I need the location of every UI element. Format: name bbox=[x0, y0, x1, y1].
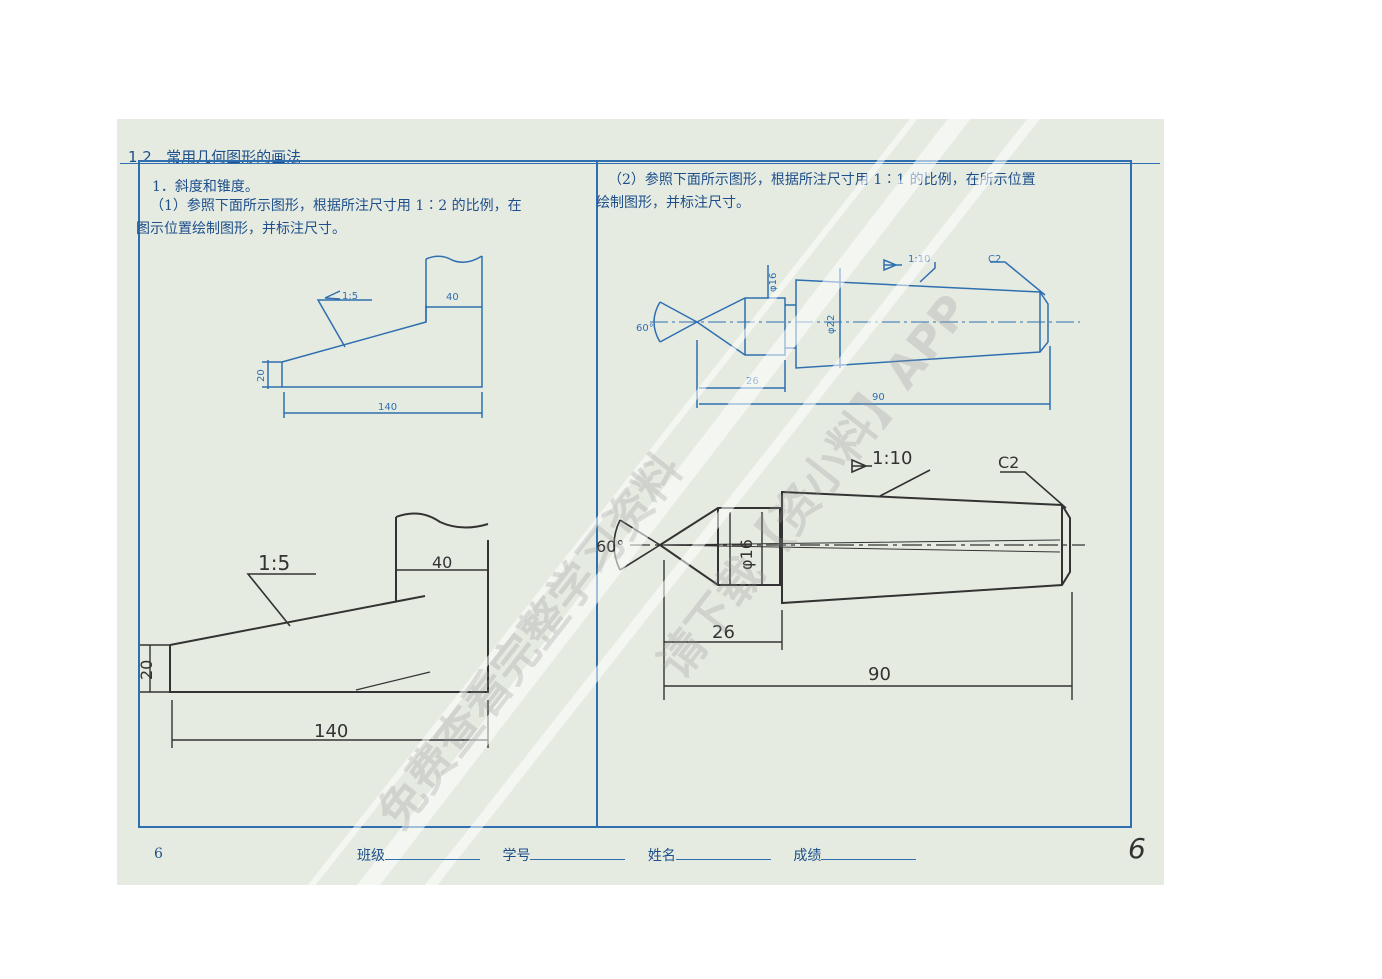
score-blank bbox=[821, 847, 917, 860]
left-draw-width: 40 bbox=[432, 553, 452, 572]
right-draw-len-short: 26 bbox=[712, 622, 735, 643]
right-draw-len-total: 90 bbox=[868, 664, 891, 685]
left-reference-drawing bbox=[262, 255, 483, 418]
right-instruction-line2: 绘制图形，并标注尺寸。 bbox=[596, 195, 750, 211]
left-draw-length: 140 bbox=[314, 721, 348, 742]
student-id-blank bbox=[530, 847, 626, 860]
right-ref-chamfer: C2 bbox=[988, 254, 1001, 265]
name-field: 姓名 bbox=[648, 845, 771, 865]
class-label: 班级 bbox=[357, 848, 385, 864]
footer-fields: 班级 学号 姓名 成绩 bbox=[357, 845, 934, 865]
right-ref-len-total: 90 bbox=[872, 392, 885, 403]
left-ref-height: 20 bbox=[256, 369, 267, 382]
right-draw-dia-small: φ16 bbox=[737, 539, 756, 570]
name-label: 姓名 bbox=[647, 848, 676, 864]
name-blank bbox=[675, 847, 771, 860]
left-ref-width: 40 bbox=[446, 292, 459, 303]
header-rule bbox=[120, 163, 1160, 164]
exercise-frame bbox=[138, 160, 1132, 828]
left-heading: 1．斜度和锥度。 bbox=[152, 179, 259, 195]
right-draw-taper: 1:10 bbox=[872, 448, 912, 469]
right-ref-dia-large: φ22 bbox=[826, 315, 837, 334]
right-student-drawing bbox=[613, 458, 1085, 700]
left-instruction-line2: 图示位置绘制图形，并标注尺寸。 bbox=[136, 221, 346, 237]
student-id-label: 学号 bbox=[502, 848, 531, 864]
page-number: 6 bbox=[154, 846, 163, 862]
left-instruction-line1: （1）参照下面所示图形，根据所注尺寸用 1∶2 的比例，在 bbox=[150, 198, 522, 214]
watermark-stripes bbox=[297, 34, 1084, 954]
left-ref-length: 140 bbox=[378, 402, 397, 413]
handwritten-page-number: 6 bbox=[1128, 832, 1146, 865]
right-ref-dia-small: φ16 bbox=[768, 273, 779, 292]
score-label: 成绩 bbox=[793, 848, 822, 864]
class-field: 班级 bbox=[357, 845, 480, 865]
left-draw-height: 20 bbox=[137, 660, 156, 680]
right-draw-chamfer: C2 bbox=[998, 453, 1019, 472]
left-ref-slope: 1:5 bbox=[342, 291, 358, 302]
left-draw-slope: 1:5 bbox=[258, 551, 290, 575]
score-field: 成绩 bbox=[793, 845, 917, 865]
right-ref-angle: 60° bbox=[636, 323, 654, 334]
column-divider bbox=[596, 160, 598, 828]
class-blank bbox=[385, 847, 480, 860]
right-instruction-line1: （2）参照下面所示图形，根据所注尺寸用 1∶1 的比例，在所示位置 bbox=[608, 172, 1036, 188]
student-id-field: 学号 bbox=[502, 845, 626, 865]
